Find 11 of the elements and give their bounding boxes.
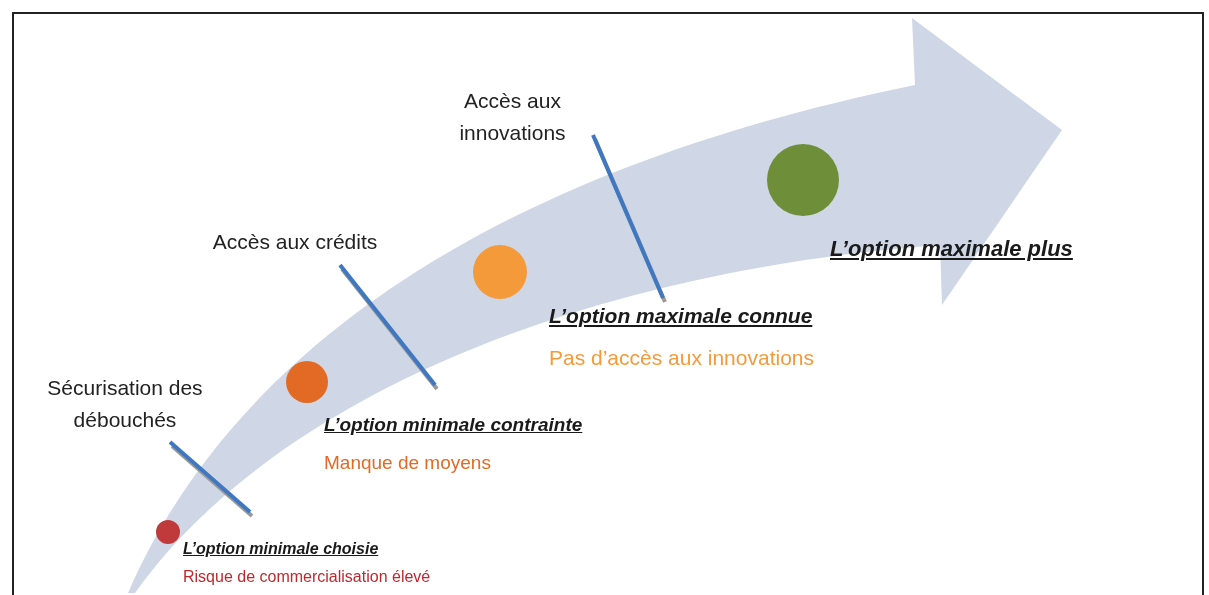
option-title: L’option minimale choisie — [183, 540, 379, 558]
option-title: L’option maximale plus — [830, 236, 1073, 262]
stage-label: Sécurisation des débouchés — [46, 375, 204, 433]
circle-marker — [156, 520, 180, 544]
stage-label: Accès aux innovations — [458, 88, 567, 146]
option-note: Pas d’accès aux innovations — [549, 346, 814, 370]
option-note: Manque de moyens — [324, 452, 491, 474]
option-title: L’option maximale connue — [549, 304, 813, 328]
stage-label: Accès aux crédits — [211, 229, 379, 255]
option-title: L’option minimale contrainte — [324, 414, 583, 436]
option-note: Risque de commercialisation élevé — [183, 568, 431, 586]
